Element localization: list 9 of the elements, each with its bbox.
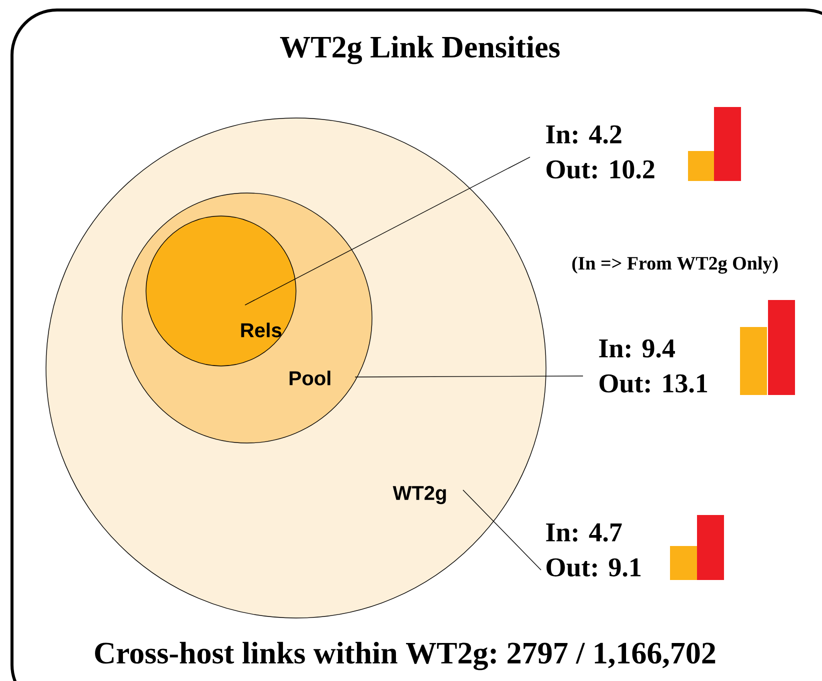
stats-text: In: 4.7 Out: 9.1 xyxy=(546,523,641,577)
stats-text: In: 4.2 Out: 10.2 xyxy=(546,125,654,179)
leader-line xyxy=(354,376,584,378)
leader-line xyxy=(462,490,542,570)
stats-text: In: 9.4 Out: 13.1 xyxy=(599,339,708,393)
caption: Cross-host links within WT2g: 2797 / 1,166,702 xyxy=(95,642,716,670)
leader-line xyxy=(244,156,530,306)
title: WT2g Link Densities xyxy=(280,36,560,64)
note: (In => From WT2g Only) xyxy=(572,256,778,274)
